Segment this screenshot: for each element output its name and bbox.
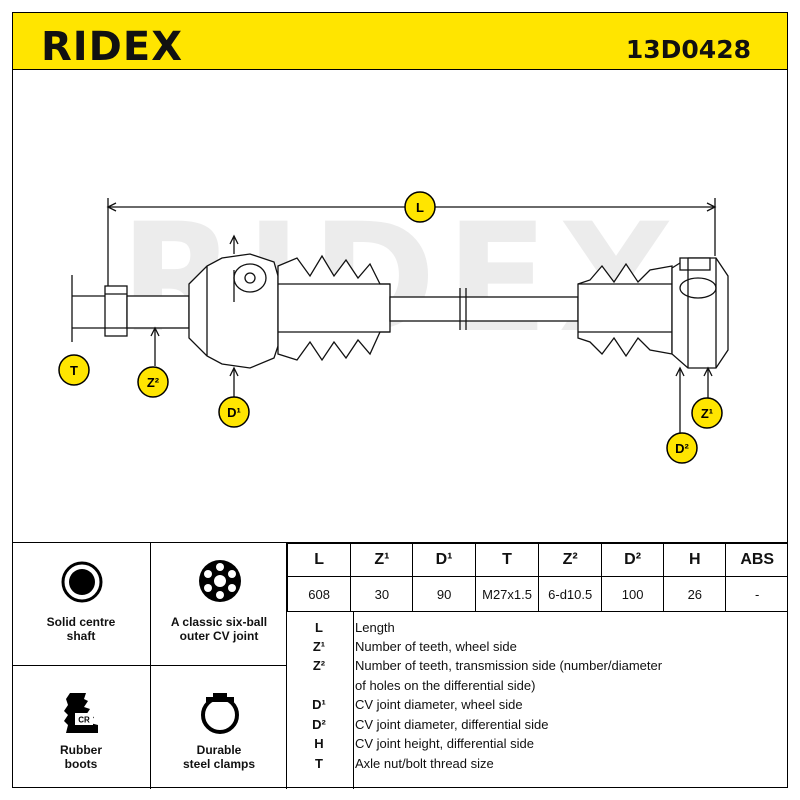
svg-text:L: L <box>416 200 424 215</box>
legend-desc: Number of teeth, wheel side <box>355 639 517 654</box>
svg-text:D¹: D¹ <box>227 405 241 420</box>
badge-L: L <box>404 191 436 223</box>
feature-label: A classic six-ball <box>170 615 268 629</box>
legend-key: Z¹ <box>312 639 326 654</box>
spec-header: T <box>474 543 540 577</box>
spec-header: D¹ <box>412 543 476 577</box>
badge-Z2-left: Z² <box>137 366 169 398</box>
legend-desc: Length <box>355 620 395 635</box>
spec-value: M27x1.5 <box>474 576 540 612</box>
info-panel: Solid centre shaft A classic six-ball ou… <box>12 542 788 789</box>
legend-desc: CV joint diameter, wheel side <box>355 697 523 712</box>
svg-text:D²: D² <box>675 441 689 456</box>
feature-label: outer CV joint <box>179 629 259 643</box>
feature-label: Rubber <box>60 743 102 757</box>
spec-value: 608 <box>286 576 352 612</box>
badge-T: T <box>58 354 90 386</box>
legend-key: Z² <box>312 658 326 673</box>
drive-shaft-diagram: RIDEX <box>12 70 788 542</box>
feature-label: boots <box>64 757 98 771</box>
divider <box>286 543 287 789</box>
legend-desc: Number of teeth, transmission side (numb… <box>355 658 663 673</box>
legend-key: D¹ <box>312 697 326 712</box>
rubber-boot-icon: CR <box>64 693 98 733</box>
legend-key: T <box>315 756 323 771</box>
svg-text:Z²: Z² <box>147 375 160 390</box>
legend-desc: Axle nut/bolt thread size <box>355 756 494 771</box>
divider <box>12 665 286 666</box>
badge-D2: D² <box>666 432 698 464</box>
spec-header: L <box>286 543 352 577</box>
legend-desc: CV joint diameter, differential side <box>355 717 549 732</box>
legend-desc: CV joint height, differential side <box>355 736 534 751</box>
svg-text:T: T <box>70 363 78 378</box>
specs-header-row: L Z¹ D¹ T Z² D² H ABS <box>286 543 788 577</box>
svg-text:CR: CR <box>78 716 90 725</box>
spec-value: 30 <box>350 576 414 612</box>
legend-divider <box>353 612 354 789</box>
diagram-svg: RIDEX <box>58 191 729 464</box>
legend-desc: of holes on the differential side) <box>355 678 536 693</box>
feature-label: steel clamps <box>182 757 256 771</box>
svg-text:Z¹: Z¹ <box>701 406 713 421</box>
legend-key: H <box>314 736 324 751</box>
badge-Z1: Z¹ <box>691 397 723 429</box>
divider <box>150 543 151 789</box>
feature-label: Durable <box>196 743 242 757</box>
steel-clamp-icon <box>201 693 239 734</box>
specs-table: L Z¹ D¹ T Z² D² H ABS 608 30 90 M27x1.5 … <box>286 543 788 612</box>
header-bar: RIDEX 13D0428 <box>12 12 788 70</box>
spec-value: 90 <box>412 576 476 612</box>
badge-D1: D¹ <box>218 396 250 428</box>
solid-shaft-icon <box>61 561 103 603</box>
specs-value-row: 608 30 90 M27x1.5 6-d10.5 100 26 - <box>286 576 788 612</box>
part-number: 13D0428 <box>625 35 751 64</box>
feature-label: shaft <box>66 629 96 643</box>
spec-header: D² <box>600 543 665 577</box>
spec-value: 26 <box>663 576 727 612</box>
spec-header: H <box>663 543 727 577</box>
drive-shaft-drawing <box>71 198 729 442</box>
spec-header: Z¹ <box>350 543 414 577</box>
six-ball-joint-icon <box>199 560 241 602</box>
spec-value: - <box>725 576 788 612</box>
feature-label: Solid centre <box>46 615 116 629</box>
legend-key: D² <box>312 717 326 732</box>
spec-value: 100 <box>600 576 665 612</box>
spec-value: 6-d10.5 <box>538 576 602 612</box>
spec-header: Z² <box>538 543 602 577</box>
brand-logo: RIDEX <box>41 24 184 70</box>
spec-header: ABS <box>725 543 788 577</box>
legend-key: L <box>315 620 323 635</box>
